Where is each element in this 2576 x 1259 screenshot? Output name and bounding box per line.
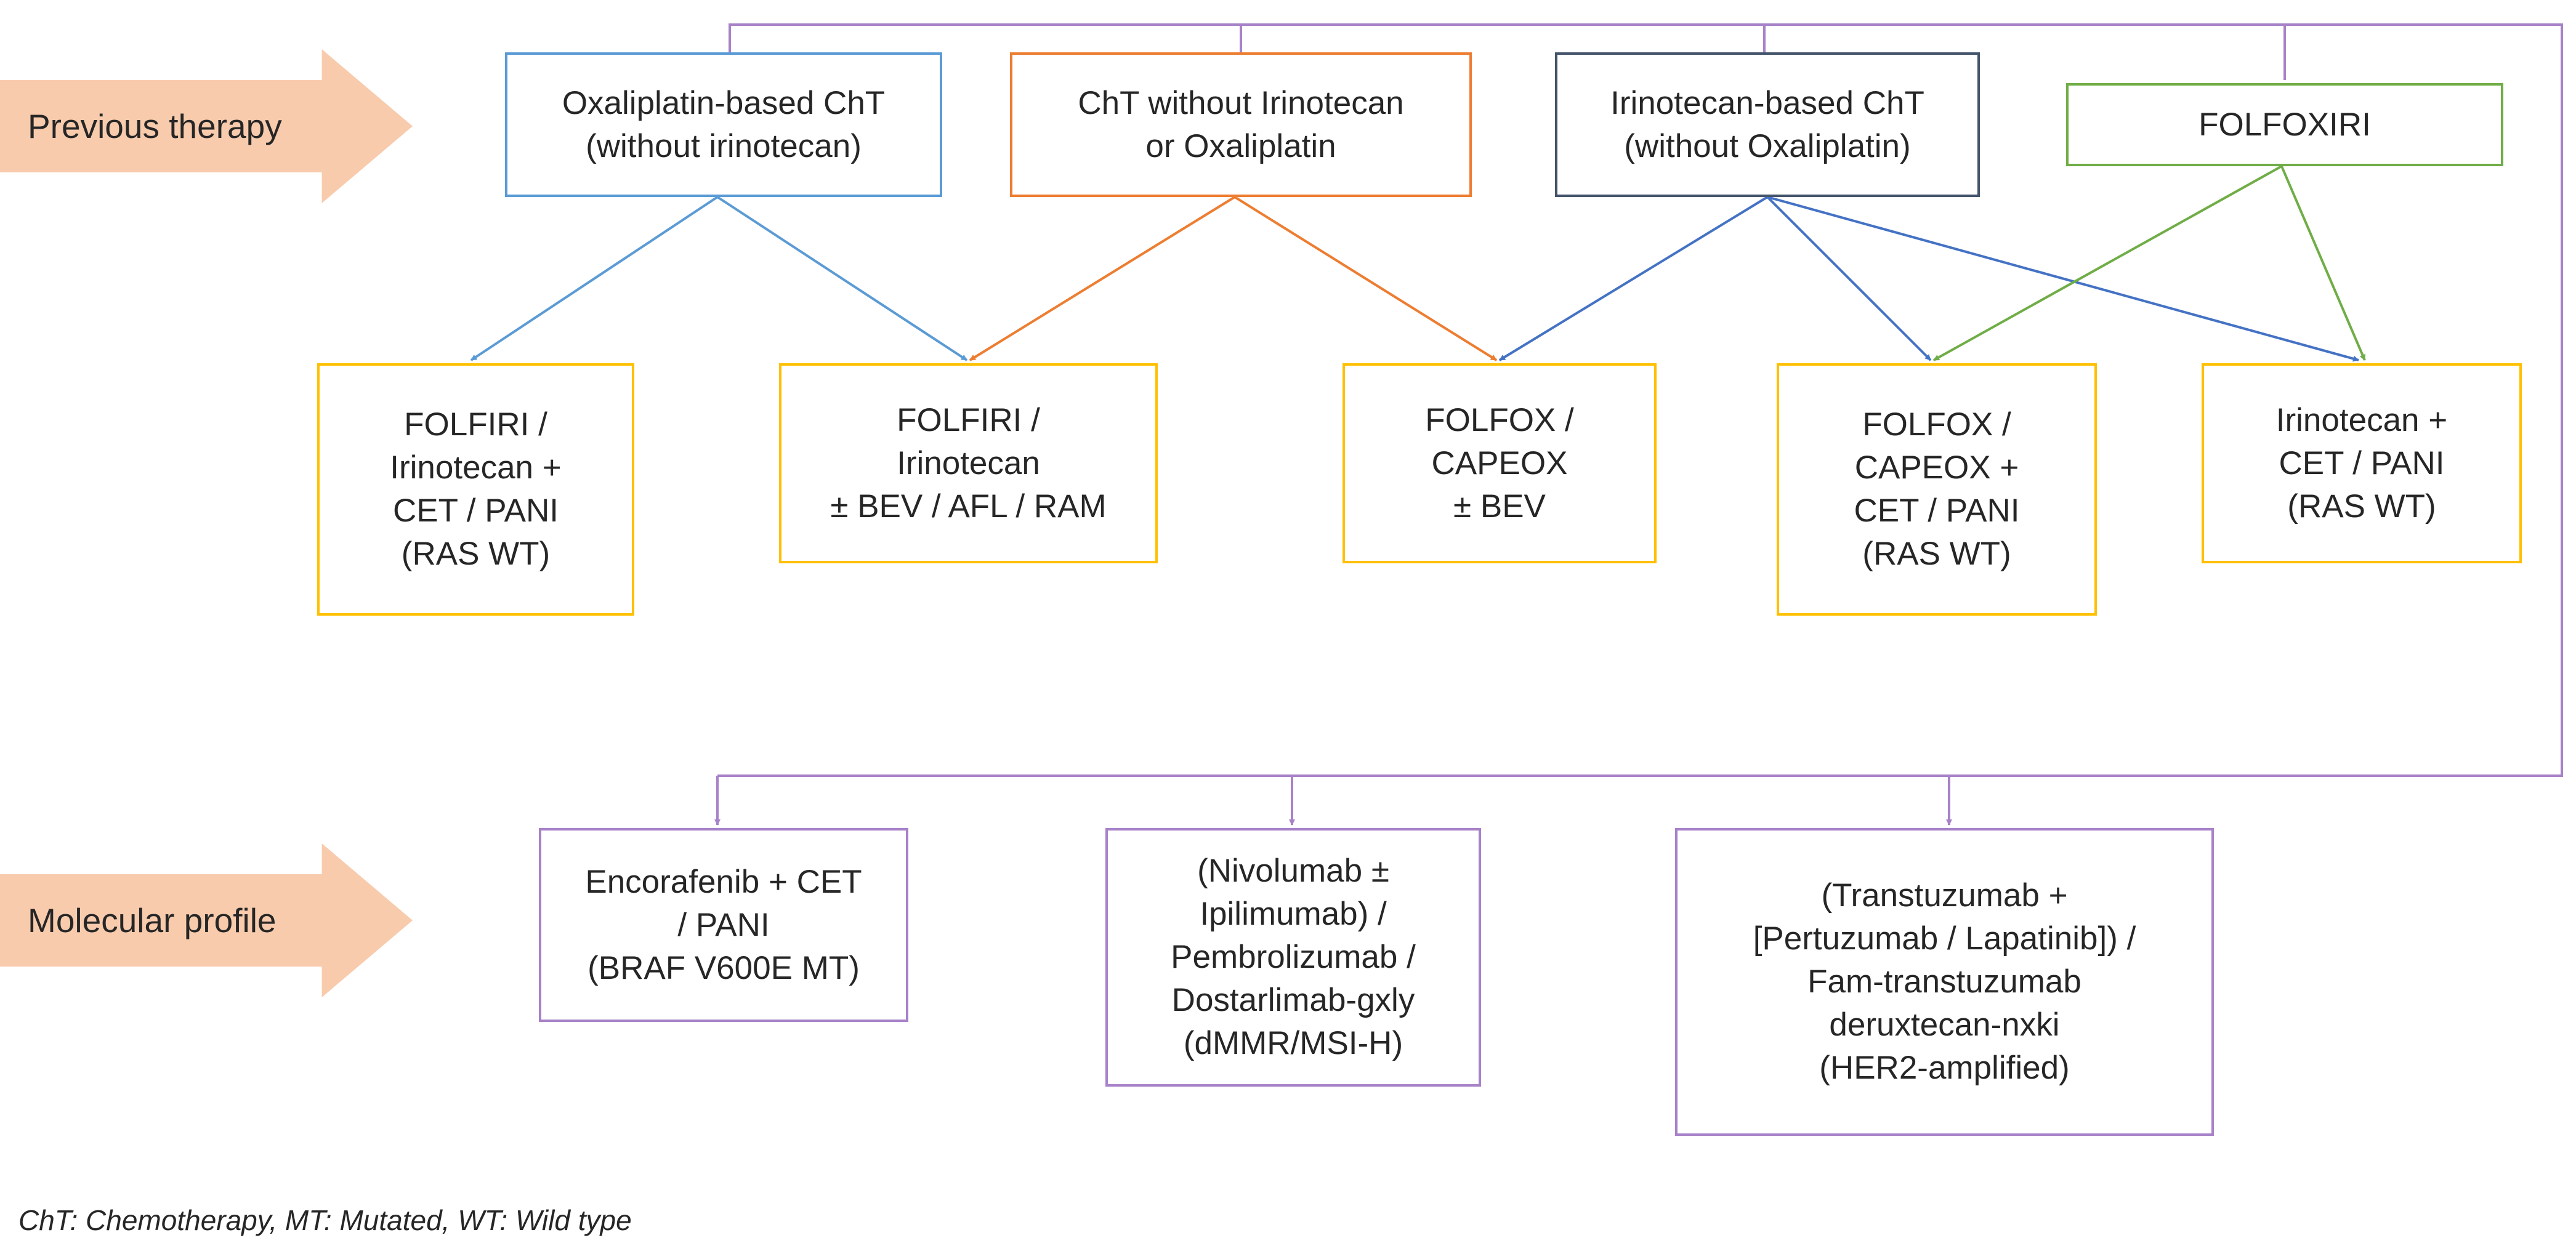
previous-therapy-label: Previous therapy — [28, 107, 282, 145]
footnote: ChT: Chemotherapy, MT: Mutated, WT: Wild… — [18, 1204, 632, 1236]
oxaliplatin-arrows — [470, 196, 968, 361]
box-folfox-capeox-bev: FOLFOX / CAPEOX ± BEV — [1343, 363, 1657, 563]
box-irinotecan-cet-pani: Irinotecan + CET / PANI (RAS WT) — [2202, 363, 2522, 563]
irinotecan-arrows — [1498, 196, 2359, 362]
bracket-connector — [714, 23, 2563, 826]
box-irinotecan-based: Irinotecan-based ChT (without Oxaliplati… — [1555, 52, 1980, 197]
box-her2-therapy: (Transtuzumab + [Pertuzumab / Lapatinib]… — [1675, 828, 2214, 1136]
box-folfox-capeox-cet-pani: FOLFOX / CAPEOX + CET / PANI (RAS WT) — [1777, 363, 2097, 616]
molecular-profile-label: Molecular profile — [28, 901, 277, 939]
folfoxiri-arrows — [1933, 165, 2366, 361]
box-folfoxiri: FOLFOXIRI — [2066, 83, 2503, 166]
box-oxaliplatin-based: Oxaliplatin-based ChT (without irinoteca… — [505, 52, 942, 197]
box-folfiri-cet-pani: FOLFIRI / Irinotecan + CET / PANI (RAS W… — [317, 363, 634, 616]
box-immunotherapy: (Nivolumab ± Ipilimumab) / Pembrolizumab… — [1105, 828, 1481, 1087]
no-irino-oxali-arrows — [969, 196, 1498, 361]
box-folfiri-bev-afl-ram: FOLFIRI / Irinotecan ± BEV / AFL / RAM — [779, 363, 1158, 563]
box-cht-without-irino-oxali: ChT without Irinotecan or Oxaliplatin — [1010, 52, 1472, 197]
box-encorafenib: Encorafenib + CET / PANI (BRAF V600E MT) — [539, 828, 908, 1022]
